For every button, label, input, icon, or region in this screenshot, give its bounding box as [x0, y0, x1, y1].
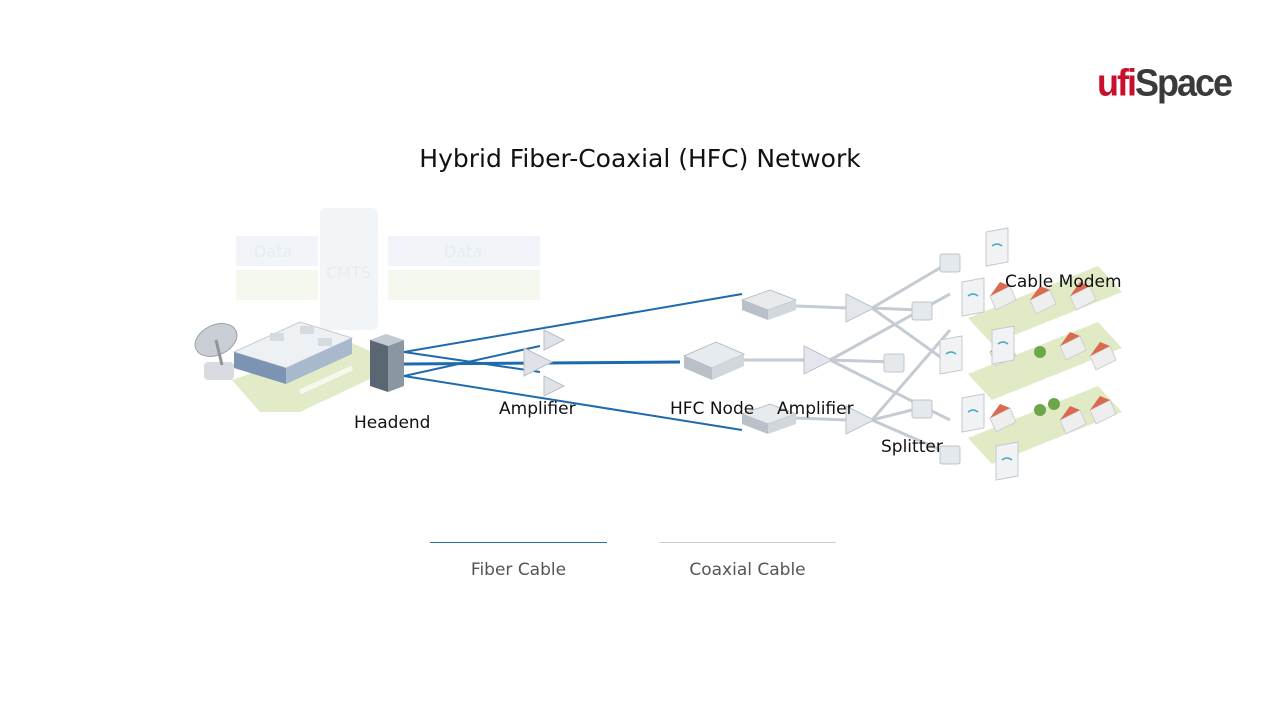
faded-green-band-right: [388, 270, 540, 300]
logo-text-space: Space: [1134, 60, 1233, 104]
wifi-icon: [945, 243, 1013, 461]
logo-text-ufi: ufi: [1097, 60, 1137, 104]
label-cable-modem: Cable Modem: [1005, 272, 1122, 292]
label-amplifier-coax: Amplifier: [777, 399, 854, 419]
faded-data-left: Data: [254, 242, 293, 261]
faded-green-band-left: [236, 270, 318, 300]
hfc-node-icon: [682, 289, 798, 434]
fiber-amplifier-icon: [523, 329, 566, 397]
headend-building-icon: [232, 321, 354, 384]
headend-road: [298, 365, 354, 395]
legend-fiber-label: Fiber Cable: [470, 560, 567, 580]
legend-coax-label: Coaxial Cable: [689, 560, 806, 580]
neighborhood-left-top: [968, 266, 1122, 344]
server-rack-icon: [370, 334, 404, 392]
satellite-dish-icon: [194, 323, 238, 380]
page-title: Hybrid Fiber-Coaxial (HFC) Network: [419, 144, 861, 173]
label-headend: Headend: [354, 413, 431, 433]
legend-fiber-line: [430, 542, 607, 543]
faded-cmts: CMTS: [326, 263, 371, 282]
faded-cmts-box: [320, 208, 378, 330]
faded-data-right-badge: [388, 236, 540, 266]
cable-modem-icon: [939, 227, 1019, 481]
ufispace-logo: ufiSpace: [1097, 60, 1233, 105]
splitter-icon: [883, 253, 961, 465]
coax-amplifier-icon: [803, 293, 876, 435]
legend-coax-line: [659, 542, 836, 543]
label-amplifier-fiber: Amplifier: [499, 399, 576, 419]
label-splitter: Splitter: [881, 437, 943, 457]
faded-data-right: Data: [444, 242, 483, 261]
faded-data-left-badge: [236, 236, 318, 266]
label-hfc-node: HFC Node: [670, 399, 755, 419]
